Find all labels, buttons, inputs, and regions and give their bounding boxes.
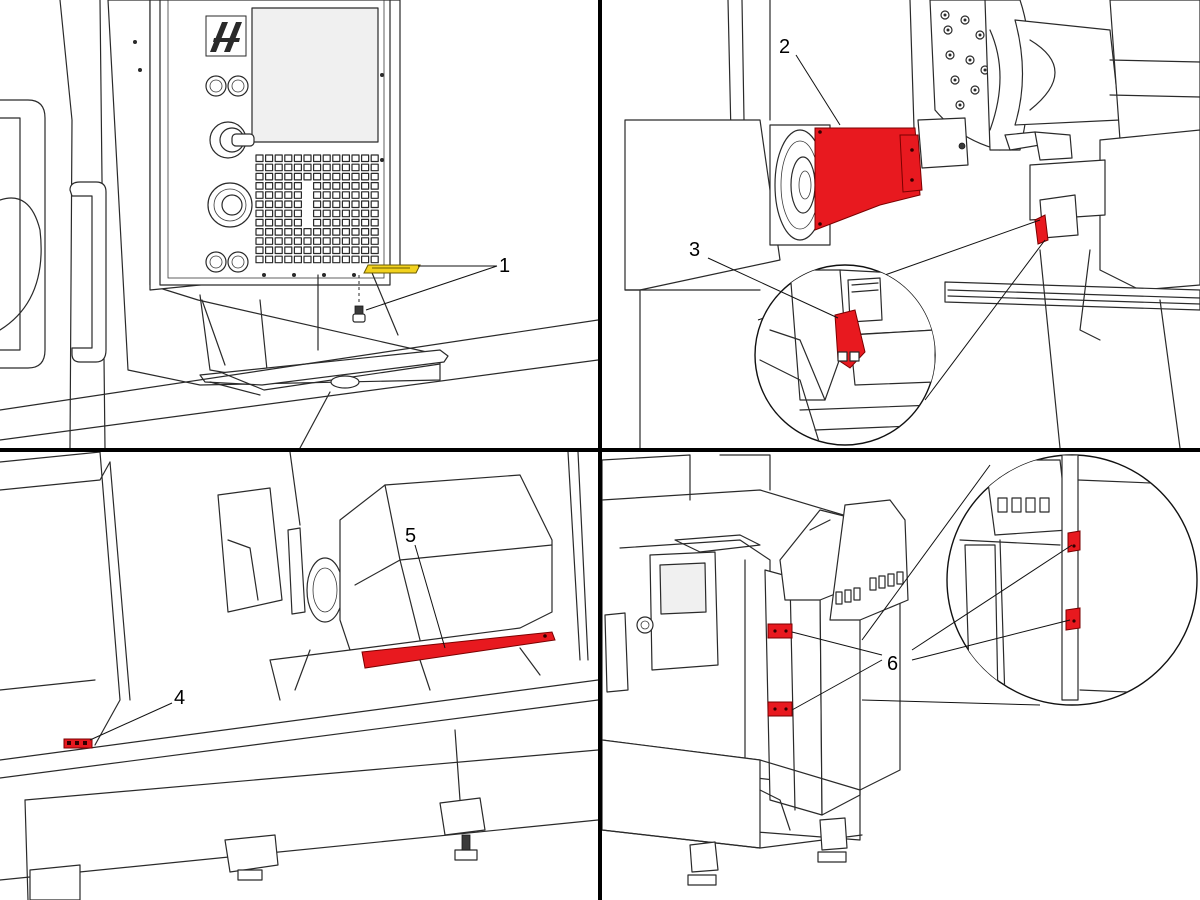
callout-2: 2: [779, 36, 841, 126]
highlighted-part-2: [814, 127, 923, 231]
carriage: [944, 129, 1200, 448]
panel-pendant: 1: [0, 0, 598, 448]
machine-bed: [0, 647, 598, 900]
callout-5: 5: [405, 525, 446, 649]
jog-handle-icon: [207, 182, 253, 228]
panel-bed: 4 5: [0, 452, 598, 900]
electrical-cabinet: [636, 551, 719, 671]
rear-turret-housing: [779, 499, 909, 621]
pendant-housing: [107, 0, 441, 386]
control-screen: [251, 7, 379, 143]
callout-3: 3: [689, 239, 839, 319]
haas-logo: [205, 15, 247, 57]
highlighted-parts-6-main: [767, 623, 793, 717]
leveling-feet: [29, 797, 486, 900]
warning-decal: [363, 264, 421, 274]
callout-6-label: 6: [887, 653, 898, 675]
callout-3-label: 3: [689, 239, 700, 261]
callout-2-label: 2: [779, 36, 790, 58]
panel-turret: 2 3: [624, 0, 1200, 448]
callout-4: 4: [89, 687, 185, 741]
callout-4-label: 4: [174, 687, 185, 709]
door-handle: [69, 181, 107, 363]
callout-5-label: 5: [405, 525, 416, 547]
panel-rear: 6: [602, 454, 1198, 886]
turret-assembly: [917, 0, 1200, 169]
door-outline: [0, 0, 106, 448]
mounting-screw-icon: [352, 275, 366, 323]
headstock-cover: [339, 474, 553, 651]
magnifier-3: [754, 219, 1046, 446]
callout-1: 1: [365, 255, 510, 311]
highlighted-part-4: [63, 738, 93, 749]
keypad: [255, 154, 379, 264]
callout-1-label: 1: [499, 255, 510, 277]
rear-base: [602, 739, 863, 886]
highlighted-part-3-small: [1034, 214, 1049, 245]
highlighted-part-5: [361, 631, 556, 669]
emergency-stop-icon: [209, 121, 255, 159]
door-window: [217, 487, 306, 615]
panel-screws: [133, 40, 384, 277]
magnifier-6: [861, 454, 1198, 706]
pendant-tray: [199, 267, 449, 396]
callout-6: 6: [791, 544, 1073, 711]
